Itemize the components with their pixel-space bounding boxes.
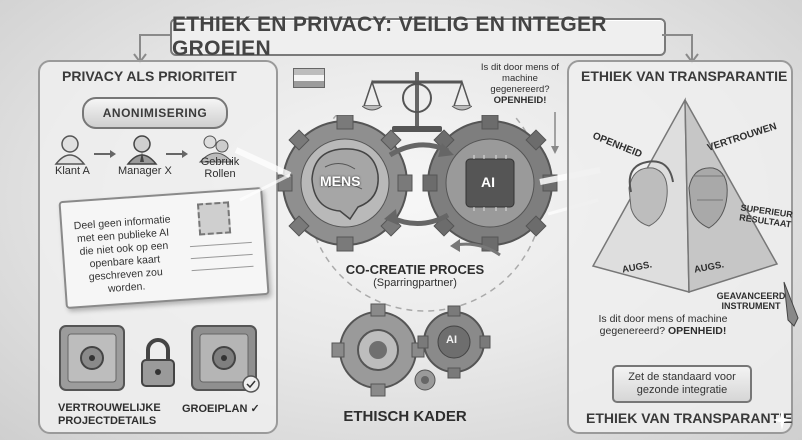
gear-icon [331, 303, 425, 397]
set-standard-button[interactable]: Zet de standaard voor gezonde integratie [612, 365, 752, 403]
transparency-header: ETHIEK VAN TRANSPARANTIE [581, 68, 788, 84]
gears-diagram [277, 115, 558, 312]
question-bottom-text: Is dit door mens of machine gegenereerd? [598, 313, 728, 337]
question-top-text: Is dit door mens of machine gegenereerd? [480, 62, 560, 95]
pen-icon [783, 281, 799, 327]
title-banner: ETHIEK EN PRIVACY: VEILIG EN INTEGER GRO… [170, 13, 666, 60]
flag-icon [293, 68, 325, 88]
sparkle-icon [772, 410, 792, 430]
client-icon [54, 135, 86, 165]
pyramid-diagram [591, 97, 779, 294]
process-title: CO-CREATIE PROCES [345, 262, 485, 277]
human-gear-icon [277, 115, 413, 252]
vault-label-confidential: VERTROUWELIJKE PROJECTDETAILS [58, 402, 161, 427]
ai-gear-icon [422, 115, 558, 252]
roles-icon [198, 135, 234, 163]
label-advanced-instrument: GEAVANCEERD INSTRUMENT [716, 291, 786, 311]
flow-label-manager: Manager X [118, 165, 172, 177]
question-top-emph: OPENHEID! [493, 95, 547, 106]
human-face-icon [628, 160, 674, 227]
ethics-frame-label: ETHISCH KADER [343, 408, 467, 425]
ethics-gears [331, 303, 491, 397]
vault-label-growth: GROEIPLAN ✓ [182, 403, 260, 415]
small-gear-label: AI [446, 334, 457, 346]
anonymisation-scroll: ANONIMISERING [82, 97, 228, 129]
question-top: Is dit door mens of machine gegenereerd?… [480, 62, 560, 106]
gear-label-ai: AI [481, 174, 495, 190]
scroll-label: ANONIMISERING [102, 106, 208, 120]
vault-icons [59, 325, 260, 393]
flow-label-client: Klant A [55, 165, 90, 177]
robot-face-icon [688, 167, 728, 229]
transparency-footer: ETHIEK VAN TRANSPARANTIE [586, 410, 793, 426]
question-bottom-emph: OPENHEID! [667, 325, 727, 337]
question-bottom: Is dit door mens of machine gegenereerd?… [588, 313, 738, 337]
safe-icon [191, 325, 260, 393]
set-standard-label: Zet de standaard voor gezonde integratie [628, 371, 736, 396]
padlock-icon [141, 338, 175, 387]
role-flow [54, 135, 234, 165]
scales-icon [362, 72, 472, 132]
flow-label-roles: Gebruik Rollen [200, 156, 240, 180]
gear-label-human: MENS [320, 173, 361, 189]
page-title: ETHIEK EN PRIVACY: VEILIG EN INTEGER GRO… [172, 13, 607, 60]
safe-icon [59, 325, 125, 391]
manager-icon [126, 135, 158, 165]
ai-gear-small-icon [417, 305, 491, 379]
process-subtitle: (Sparringpartner) [373, 277, 457, 289]
small-gear-icon [414, 369, 436, 391]
privacy-header: PRIVACY ALS PRIORITEIT [62, 68, 237, 84]
